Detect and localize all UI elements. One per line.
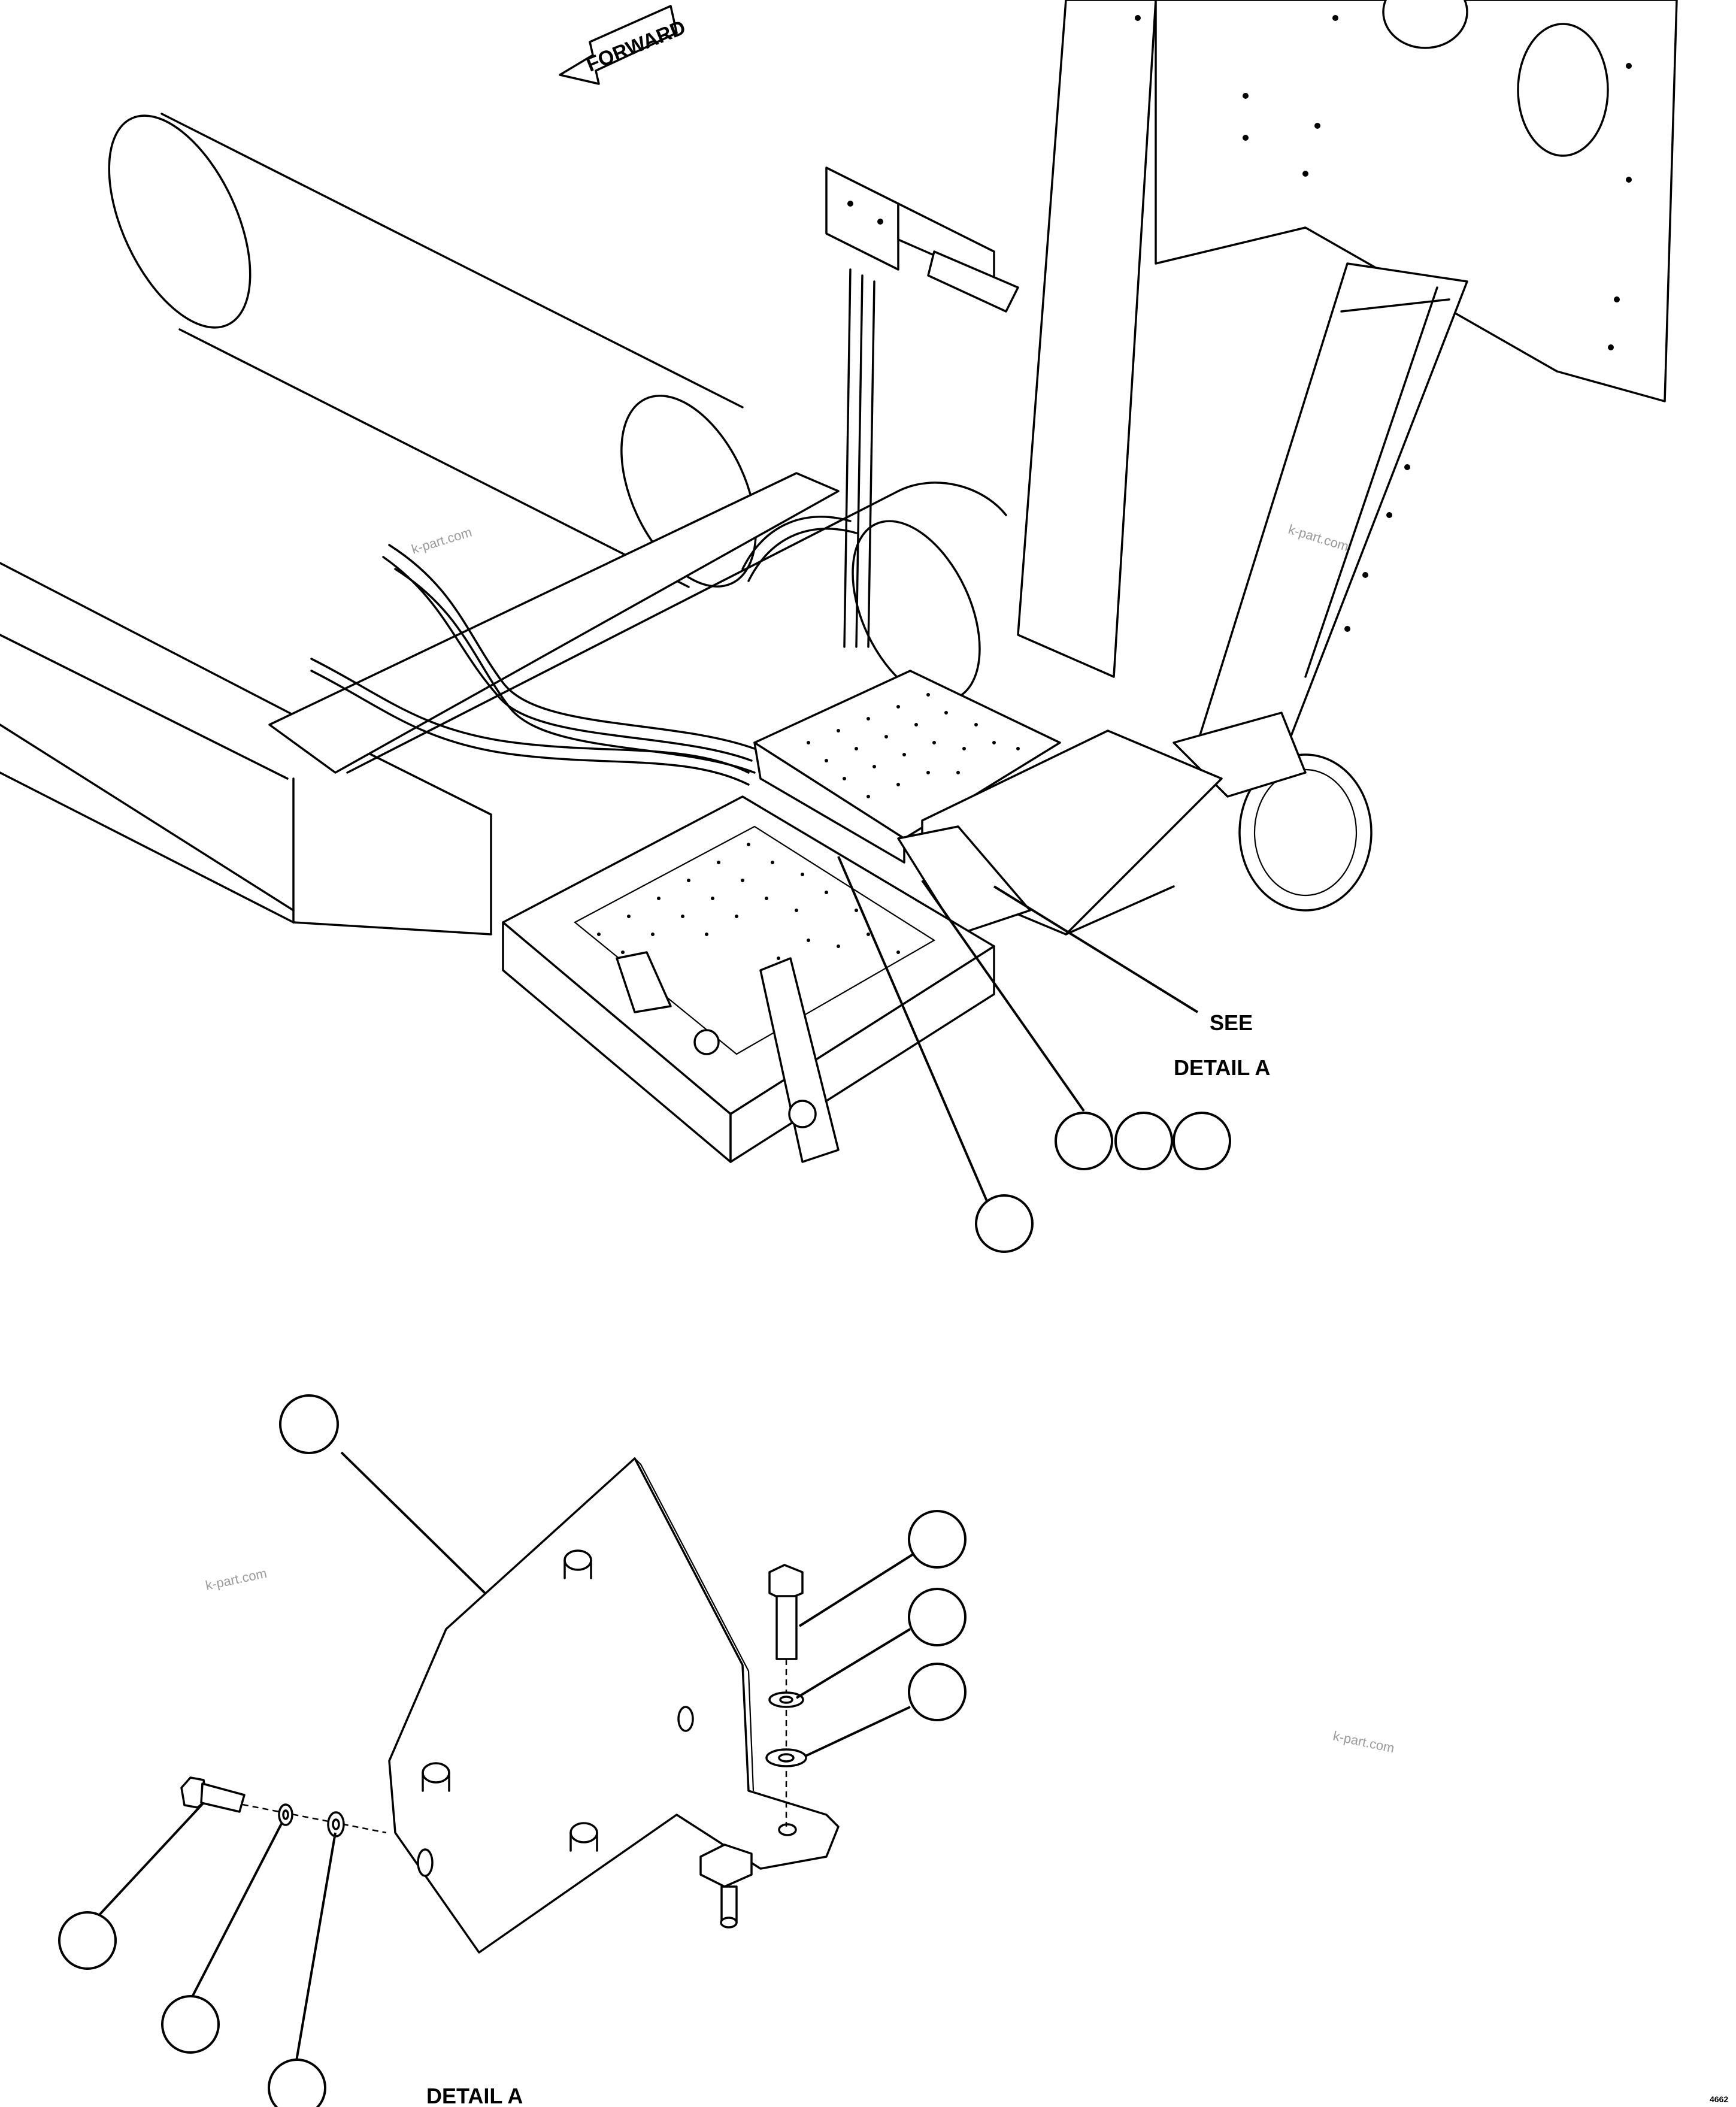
watermark-4: k-part.com (1332, 1728, 1396, 1755)
callout-balloon-8[interactable] (908, 1663, 967, 1721)
vertical-bolt-stack (765, 1564, 807, 1827)
callout-balloon-7[interactable] (908, 1588, 967, 1646)
see-label: SEE (1210, 1010, 1253, 1035)
leader-callout-11 (292, 1832, 337, 2079)
upright-frame (1017, 0, 1678, 912)
main-assembly-view: FORWARD (0, 0, 1678, 1253)
mounting-bracket-plate (388, 1457, 840, 1954)
drawing-number: 4662 (1710, 2094, 1728, 2104)
leader-callout-1 (921, 879, 1085, 1112)
forward-arrow: FORWARD (559, 5, 689, 85)
leader-callout-10 (181, 1823, 283, 2016)
large-cylinder (108, 113, 981, 702)
base-box (502, 795, 995, 1163)
leader-callout-7 (795, 1628, 911, 1699)
leader-callout-6 (798, 1553, 914, 1627)
nut-and-stud (699, 1843, 753, 1929)
leader-callout-4 (837, 856, 989, 1204)
callout-balloon-6[interactable] (908, 1510, 967, 1569)
callout-balloon-4[interactable] (975, 1194, 1034, 1253)
callout-balloon-5[interactable] (279, 1394, 339, 1454)
detail-a-view: DETAIL A (58, 1394, 967, 2107)
callout-balloon-10[interactable] (161, 1995, 220, 2054)
watermark-3: k-part.com (204, 1566, 268, 1593)
detail-a-ref-label: DETAIL A (1174, 1055, 1270, 1080)
hydraulic-hoses (310, 482, 1007, 786)
callout-balloon-2[interactable] (1114, 1112, 1173, 1170)
valve-cover (753, 670, 1223, 936)
studs (417, 1549, 797, 1877)
callout-balloon-9[interactable] (58, 1911, 117, 1970)
switch-bracket (825, 166, 1019, 648)
perforation-pattern (807, 693, 1020, 798)
plate-bolt-holes (1135, 15, 1632, 632)
horizontal-bolt-stack (180, 1776, 387, 1837)
perforation-pattern-base (597, 843, 900, 960)
leader-callout-5 (340, 1451, 486, 1594)
callout-balloon-1[interactable] (1055, 1112, 1113, 1170)
detail-a-title: DETAIL A (426, 2084, 523, 2107)
callout-balloon-11[interactable] (268, 2058, 326, 2107)
see-detail-note: SEE DETAIL A (1174, 1010, 1270, 1080)
callout-balloon-3[interactable] (1173, 1112, 1231, 1170)
leader-callout-8 (805, 1706, 911, 1757)
watermark-1: k-part.com (410, 524, 474, 556)
leader-callout-9 (83, 1802, 205, 1933)
leader-see-detail (993, 885, 1199, 1013)
frame-rail (0, 472, 899, 936)
